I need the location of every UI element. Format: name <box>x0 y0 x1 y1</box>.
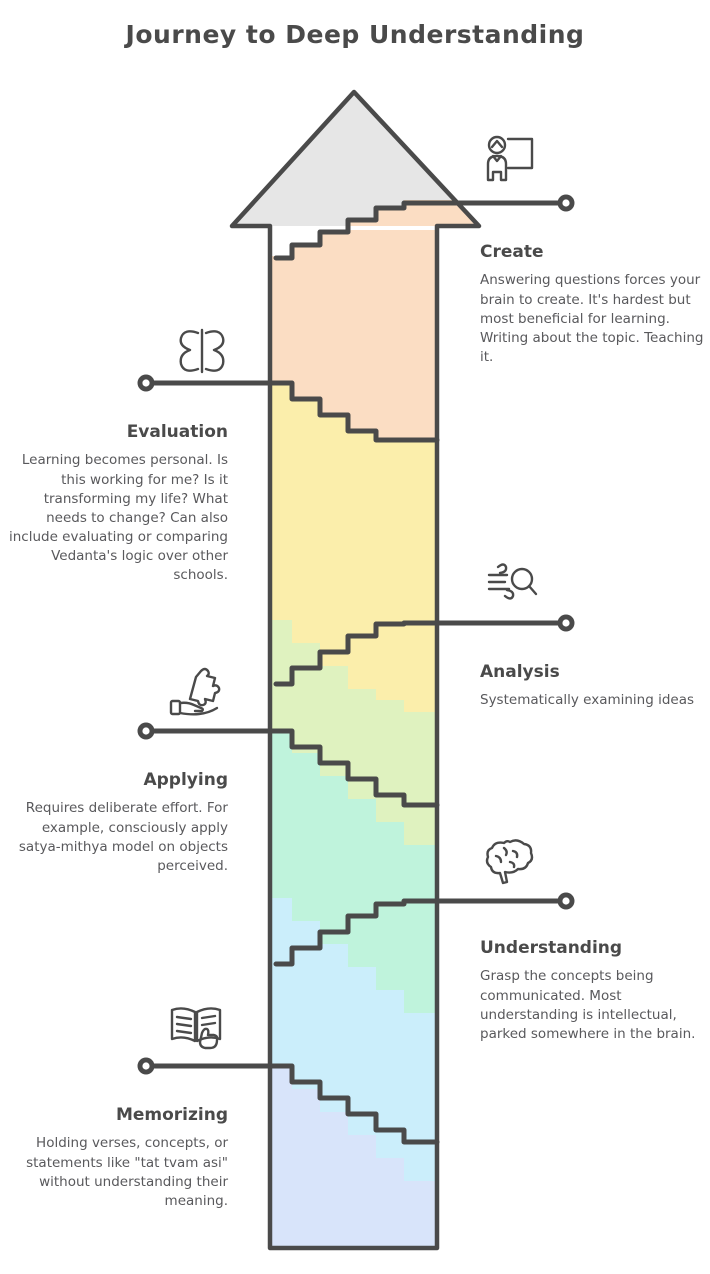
step-desc-evaluation: Learning becomes personal. Is this worki… <box>8 452 228 584</box>
step-desc-analysis: Systematically examining ideas <box>480 692 695 709</box>
connector-dot-applying <box>137 722 155 740</box>
arrow-head-fill <box>232 92 479 226</box>
step-desc-create: Answering questions forces your brain to… <box>480 272 704 366</box>
band-create <box>270 230 437 440</box>
connector-dot-evaluation-inner <box>142 379 150 387</box>
arrow-head-create-overlap <box>292 200 479 226</box>
connector-dot-understanding-inner <box>562 897 570 905</box>
hand-puzzle-piece-icon <box>165 665 229 721</box>
step-title-memorizing: Memorizing <box>115 1105 228 1125</box>
step-desc-applying: Requires deliberate effort. For example,… <box>18 800 228 874</box>
connector-dot-create-inner <box>562 199 570 207</box>
connector-dot-analysis-inner <box>562 619 570 627</box>
step-understanding[interactable]: Understanding Grasp the concepts being c… <box>480 839 706 1044</box>
step-title-analysis: Analysis <box>480 662 560 682</box>
connector-dot-memorizing-inner <box>142 1062 150 1070</box>
connector-dot-applying-inner <box>142 727 150 735</box>
step-create[interactable]: Create Answering questions forces your b… <box>480 135 706 367</box>
step-analysis[interactable]: Analysis Systematically examining ideas <box>480 563 706 711</box>
step-desc-understanding: Grasp the concepts being communicated. M… <box>480 968 696 1042</box>
butterfly-symmetry-icon <box>170 324 234 380</box>
step-desc-memorizing: Holding verses, concepts, or statements … <box>26 1135 228 1209</box>
page-title: Journey to Deep Understanding <box>125 20 585 49</box>
presenter-board-icon <box>480 132 544 188</box>
brain-icon <box>480 834 544 890</box>
step-memorizing[interactable]: Memorizing Holding verses, concepts, or … <box>2 1007 228 1211</box>
step-title-evaluation: Evaluation <box>126 422 228 442</box>
band-memorizing <box>270 1066 437 1246</box>
step-evaluation[interactable]: Evaluation Learning becomes personal. Is… <box>2 328 228 585</box>
band-evaluation <box>270 382 437 712</box>
band-applying <box>270 730 437 1013</box>
arrow-outline <box>229 89 482 1251</box>
connector-dot-create <box>557 194 575 212</box>
connector-dot-evaluation <box>137 374 155 392</box>
step-title-applying: Applying <box>143 770 228 790</box>
band-understanding <box>270 898 437 1181</box>
step-applying[interactable]: Applying Requires deliberate effort. For… <box>2 667 228 876</box>
band-analysis <box>270 620 437 845</box>
magnifier-lines-icon <box>480 555 544 611</box>
connector-dot-memorizing <box>137 1057 155 1075</box>
connector-dot-understanding <box>557 892 575 910</box>
step-title-understanding: Understanding <box>480 938 623 958</box>
connector-dot-analysis <box>557 614 575 632</box>
open-book-pointer-icon <box>164 998 228 1054</box>
step-title-create: Create <box>480 242 544 262</box>
